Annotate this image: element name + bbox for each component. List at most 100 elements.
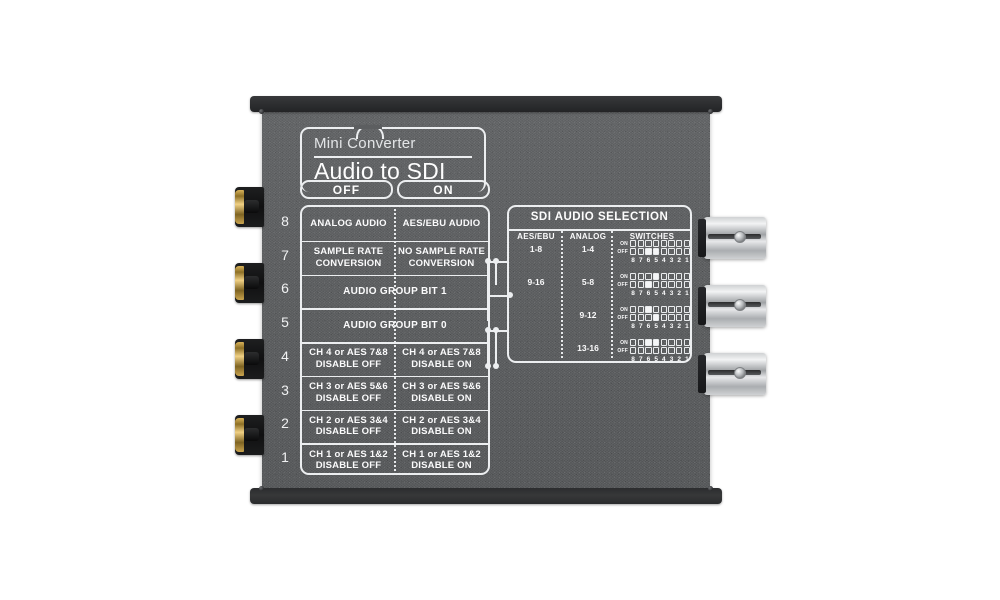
dip-switch[interactable] [645, 306, 652, 313]
dip-switch[interactable] [676, 339, 683, 346]
dip-switch[interactable] [645, 273, 652, 280]
dip-switch[interactable] [683, 347, 690, 354]
dip-switch[interactable] [630, 281, 637, 288]
dip-switch[interactable] [668, 281, 675, 288]
dip-switch[interactable] [676, 314, 683, 321]
dip-switch[interactable] [676, 248, 683, 255]
rca-connector[interactable] [235, 263, 264, 303]
dip-switch[interactable] [660, 273, 667, 280]
dip-switch[interactable] [637, 281, 644, 288]
dip-switch[interactable] [683, 248, 690, 255]
dip-switch[interactable] [660, 339, 667, 346]
dip-switch[interactable] [683, 273, 690, 280]
dip-number: 7 [638, 356, 643, 363]
dip-switch[interactable] [645, 240, 652, 247]
dip-switch[interactable] [676, 306, 683, 313]
dip-switch[interactable] [668, 248, 675, 255]
dip-switch[interactable] [653, 248, 660, 255]
dip-switch[interactable] [660, 314, 667, 321]
dip-switch[interactable] [653, 314, 660, 321]
dip-switch[interactable] [660, 248, 667, 255]
dip-number: 7 [638, 323, 643, 330]
bnc-connector[interactable] [698, 353, 766, 395]
dip-switch[interactable] [630, 314, 637, 321]
rca-connector[interactable] [235, 415, 264, 455]
dip-switch[interactable] [637, 306, 644, 313]
dip-switch[interactable] [637, 339, 644, 346]
rca-connector[interactable] [235, 187, 264, 227]
wire-segment [487, 330, 489, 366]
dip-switch[interactable] [660, 347, 667, 354]
dip-switch[interactable] [660, 281, 667, 288]
bnc-neck [698, 219, 706, 257]
dip-switch[interactable] [637, 273, 644, 280]
dip-off-row[interactable] [630, 281, 690, 288]
dip-switch[interactable] [653, 281, 660, 288]
rca-connector[interactable] [235, 339, 264, 379]
dip-switch[interactable] [653, 347, 660, 354]
dip-switch[interactable] [683, 281, 690, 288]
dip-switch[interactable] [676, 281, 683, 288]
dip-off-row[interactable] [630, 347, 690, 354]
dip-switch[interactable] [630, 347, 637, 354]
dip-switch[interactable] [683, 306, 690, 313]
dip-switch[interactable] [660, 306, 667, 313]
dip-switch[interactable] [645, 339, 652, 346]
bnc-connector[interactable] [698, 217, 766, 259]
dip-switch[interactable] [637, 240, 644, 247]
dip-switch[interactable] [653, 306, 660, 313]
dip-switch[interactable] [645, 248, 652, 255]
rca-bore [244, 352, 259, 365]
dip-switch[interactable] [683, 314, 690, 321]
dip-switch[interactable] [630, 240, 637, 247]
dip-on-label: ON [620, 340, 628, 346]
dip-switch[interactable] [653, 339, 660, 346]
dip-switch[interactable] [676, 240, 683, 247]
dip-switch[interactable] [637, 347, 644, 354]
dip-switch[interactable] [668, 240, 675, 247]
dip-on-row[interactable] [630, 240, 690, 247]
dip-switch[interactable] [645, 281, 652, 288]
cell-line: CH 4 or AES 7&8 [309, 347, 388, 359]
dip-switch[interactable] [637, 314, 644, 321]
dip-on-row[interactable] [630, 339, 690, 346]
dip-switch[interactable] [683, 240, 690, 247]
page-title: Audio to SDI [314, 158, 446, 184]
dip-switch[interactable] [668, 314, 675, 321]
dip-switch[interactable] [668, 339, 675, 346]
dip-switch[interactable] [676, 273, 683, 280]
dip-switch[interactable] [653, 273, 660, 280]
wire-node [507, 292, 513, 298]
dip-switch[interactable] [630, 273, 637, 280]
dip-off-row[interactable] [630, 314, 690, 321]
dip-switch[interactable] [668, 347, 675, 354]
dip-switch[interactable] [630, 339, 637, 346]
dip-number: 4 [662, 323, 666, 330]
dip-switch[interactable] [660, 240, 667, 247]
dip-switch[interactable] [653, 240, 660, 247]
dip-switch[interactable] [683, 339, 690, 346]
dip-on-row[interactable] [630, 273, 690, 280]
dip-on-row[interactable] [630, 306, 690, 313]
dip-switch[interactable] [630, 248, 637, 255]
dip-switch[interactable] [668, 306, 675, 313]
cell-line: DISABLE ON [411, 358, 472, 370]
dip-switch[interactable] [645, 347, 652, 354]
bnc-connector[interactable] [698, 285, 766, 327]
dip-number: 3 [669, 290, 674, 297]
rca-bore [244, 428, 259, 441]
dip-switch[interactable] [637, 248, 644, 255]
cell-line: SAMPLE RATE [313, 246, 384, 258]
dip-switch[interactable] [676, 347, 683, 354]
dip-off-row[interactable] [630, 248, 690, 255]
dip-switch[interactable] [630, 306, 637, 313]
dip-switch[interactable] [668, 273, 675, 280]
dip-switch[interactable] [645, 314, 652, 321]
